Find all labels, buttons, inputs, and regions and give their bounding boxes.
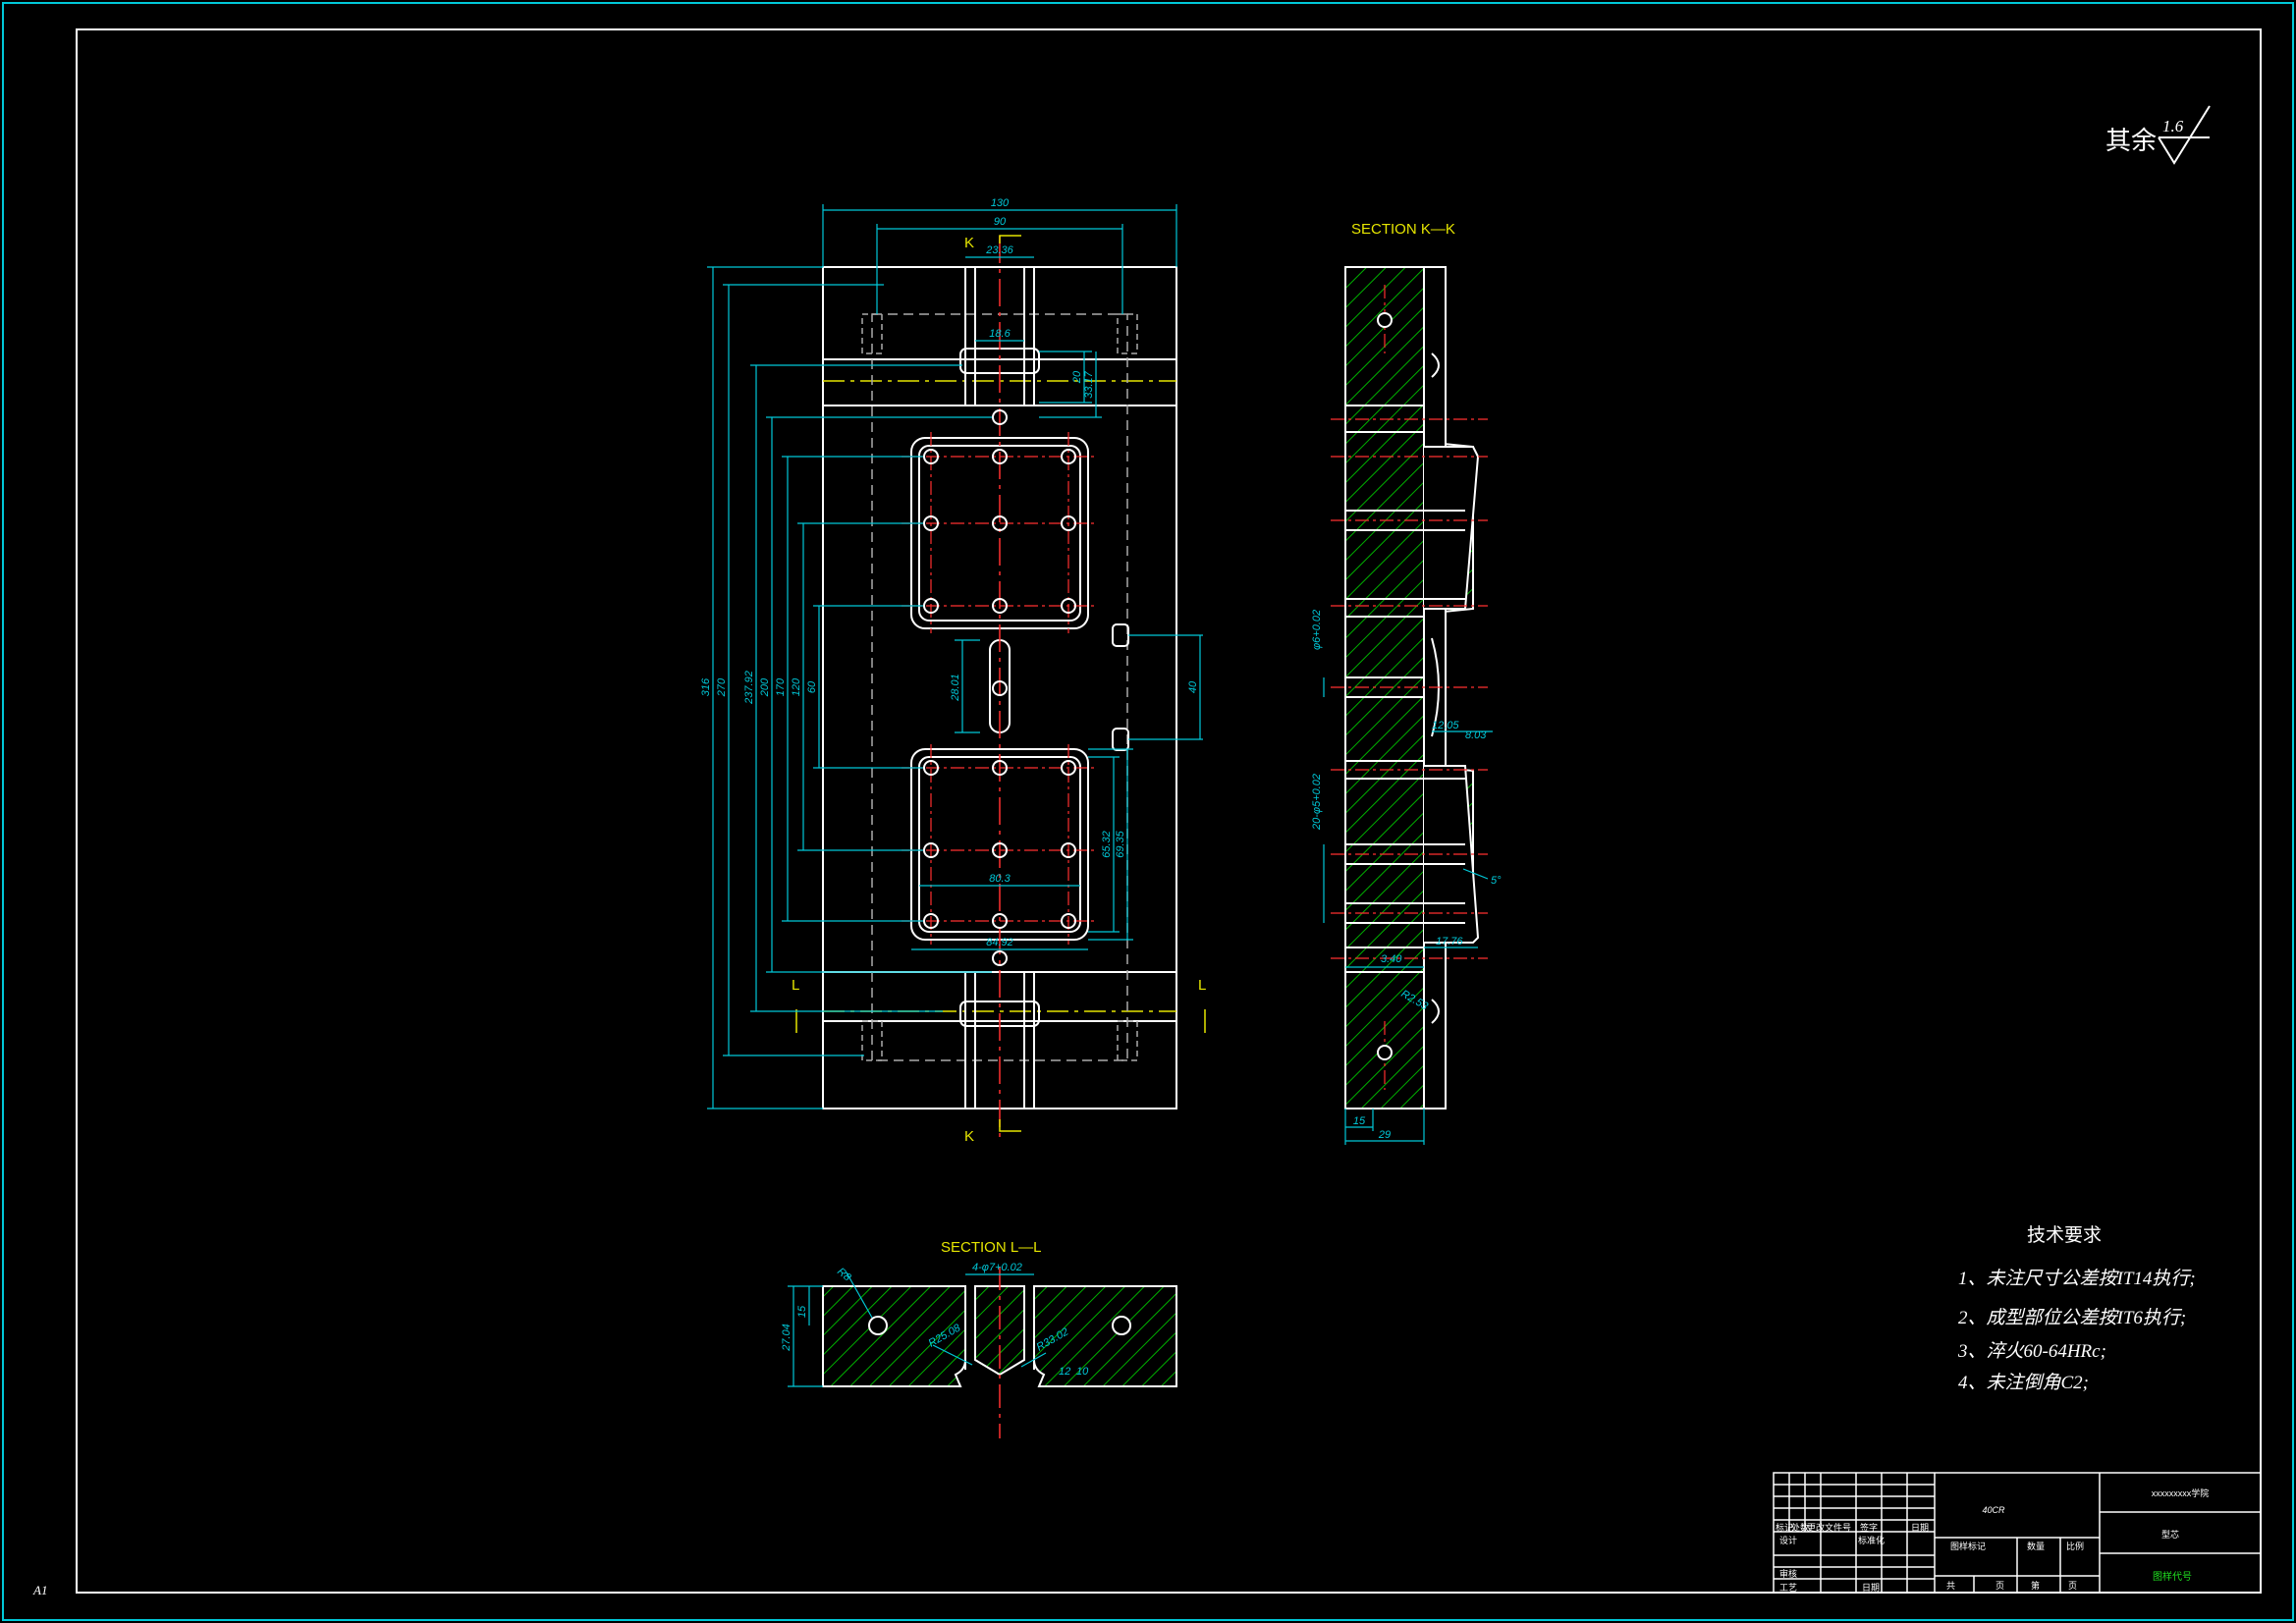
- svg-text:φ6+0.02: φ6+0.02: [1311, 610, 1323, 650]
- technical-requirements: 技术要求 1、未注尺寸公差按IT14执行; 2、成型部位公差按IT6执行; 3、…: [1957, 1224, 2196, 1393]
- svg-text:其余: 其余: [2105, 127, 2157, 155]
- svg-text:xxxxxxxxx学院: xxxxxxxxx学院: [2152, 1488, 2210, 1498]
- svg-text:型芯: 型芯: [2161, 1529, 2179, 1540]
- svg-text:65.32: 65.32: [1101, 831, 1113, 858]
- svg-text:工艺: 工艺: [1779, 1583, 1797, 1593]
- svg-text:日期: 日期: [1862, 1583, 1880, 1593]
- main-view: K K L L: [700, 197, 1206, 1145]
- svg-text:200: 200: [759, 677, 771, 697]
- section-k-title: SECTION K—K: [1351, 221, 1455, 238]
- svg-text:4-φ7+0.02: 4-φ7+0.02: [972, 1262, 1022, 1273]
- sheet-size-label: A1: [32, 1583, 47, 1597]
- svg-text:5°: 5°: [1491, 875, 1502, 887]
- k-marker-bottom: K: [964, 1128, 974, 1145]
- svg-text:页: 页: [1995, 1581, 2004, 1591]
- svg-text:80.3: 80.3: [989, 873, 1011, 885]
- svg-text:20: 20: [1071, 370, 1083, 384]
- svg-text:17.76: 17.76: [1436, 936, 1463, 947]
- tech-req-item: 2、成型部位公差按IT6执行;: [1958, 1307, 2186, 1328]
- svg-text:15: 15: [1353, 1115, 1366, 1127]
- svg-text:270: 270: [716, 677, 728, 697]
- svg-text:20-φ5+0.02: 20-φ5+0.02: [1311, 774, 1323, 831]
- svg-text:40: 40: [1187, 680, 1199, 693]
- tech-req-title: 技术要求: [2027, 1224, 2102, 1246]
- svg-text:10: 10: [1076, 1366, 1089, 1378]
- tech-req-item: 1、未注尺寸公差按IT14执行;: [1958, 1268, 2196, 1289]
- svg-text:12: 12: [1059, 1366, 1070, 1378]
- svg-text:18.6: 18.6: [989, 328, 1011, 340]
- svg-text:第: 第: [2031, 1580, 2040, 1591]
- title-block: 标记 处数 更改文件号 签字 日期 设计 标准化 审核 工艺 日期 40CR 图…: [1773, 1472, 2262, 1594]
- svg-text:15: 15: [796, 1305, 808, 1318]
- svg-text:页: 页: [2068, 1581, 2077, 1591]
- svg-text:审核: 审核: [1779, 1568, 1797, 1579]
- svg-text:316: 316: [700, 677, 712, 696]
- svg-text:3.40: 3.40: [1381, 953, 1402, 965]
- svg-text:60: 60: [806, 680, 818, 693]
- svg-text:40CR: 40CR: [1982, 1505, 2005, 1515]
- svg-text:23.36: 23.36: [985, 244, 1013, 256]
- svg-text:120: 120: [791, 677, 802, 696]
- svg-text:标准化: 标准化: [1858, 1535, 1885, 1545]
- drawing-number: 图样代号: [2153, 1570, 2192, 1583]
- svg-text:28.01: 28.01: [950, 674, 961, 702]
- inner-frame: [76, 28, 2262, 1594]
- svg-text:84.92: 84.92: [986, 937, 1013, 948]
- tech-req-item: 4、未注倒角C2;: [1958, 1372, 2089, 1393]
- svg-text:1.6: 1.6: [2162, 117, 2184, 135]
- svg-text:69.35: 69.35: [1115, 830, 1126, 857]
- svg-text:237.92: 237.92: [743, 671, 755, 705]
- svg-text:签字: 签字: [1860, 1522, 1878, 1533]
- svg-text:日期: 日期: [1911, 1523, 1929, 1533]
- section-l-view: SECTION L—L 4-φ7+0.02 R8 15 27.04 R25.08…: [781, 1239, 1177, 1438]
- svg-text:R8: R8: [835, 1266, 853, 1284]
- svg-text:130: 130: [991, 197, 1010, 209]
- svg-text:比例: 比例: [2066, 1541, 2084, 1551]
- svg-text:图样标记: 图样标记: [1950, 1541, 1986, 1551]
- svg-text:12.05: 12.05: [1432, 720, 1459, 731]
- section-k-view: SECTION K—K: [1311, 221, 1502, 1145]
- svg-text:更改文件号: 更改文件号: [1807, 1522, 1851, 1533]
- svg-text:处数: 处数: [1791, 1522, 1809, 1533]
- svg-text:170: 170: [775, 677, 787, 696]
- svg-text:数量: 数量: [2027, 1541, 2045, 1551]
- l-marker-left: L: [792, 977, 799, 994]
- l-marker-right: L: [1198, 977, 1206, 994]
- svg-text:27.04: 27.04: [781, 1324, 793, 1352]
- svg-text:90: 90: [994, 216, 1007, 228]
- section-l-title: SECTION L—L: [941, 1239, 1042, 1256]
- svg-text:标记: 标记: [1776, 1522, 1793, 1533]
- svg-text:8.03: 8.03: [1465, 730, 1487, 741]
- svg-text:29: 29: [1378, 1129, 1391, 1141]
- svg-text:共: 共: [1946, 1581, 1955, 1591]
- k-marker-top: K: [964, 235, 974, 251]
- roughness-symbol: 其余 1.6: [2105, 105, 2211, 165]
- svg-text:33.17: 33.17: [1083, 370, 1095, 398]
- svg-text:设计: 设计: [1779, 1535, 1797, 1545]
- tech-req-item: 3、淬火60-64HRc;: [1957, 1340, 2106, 1362]
